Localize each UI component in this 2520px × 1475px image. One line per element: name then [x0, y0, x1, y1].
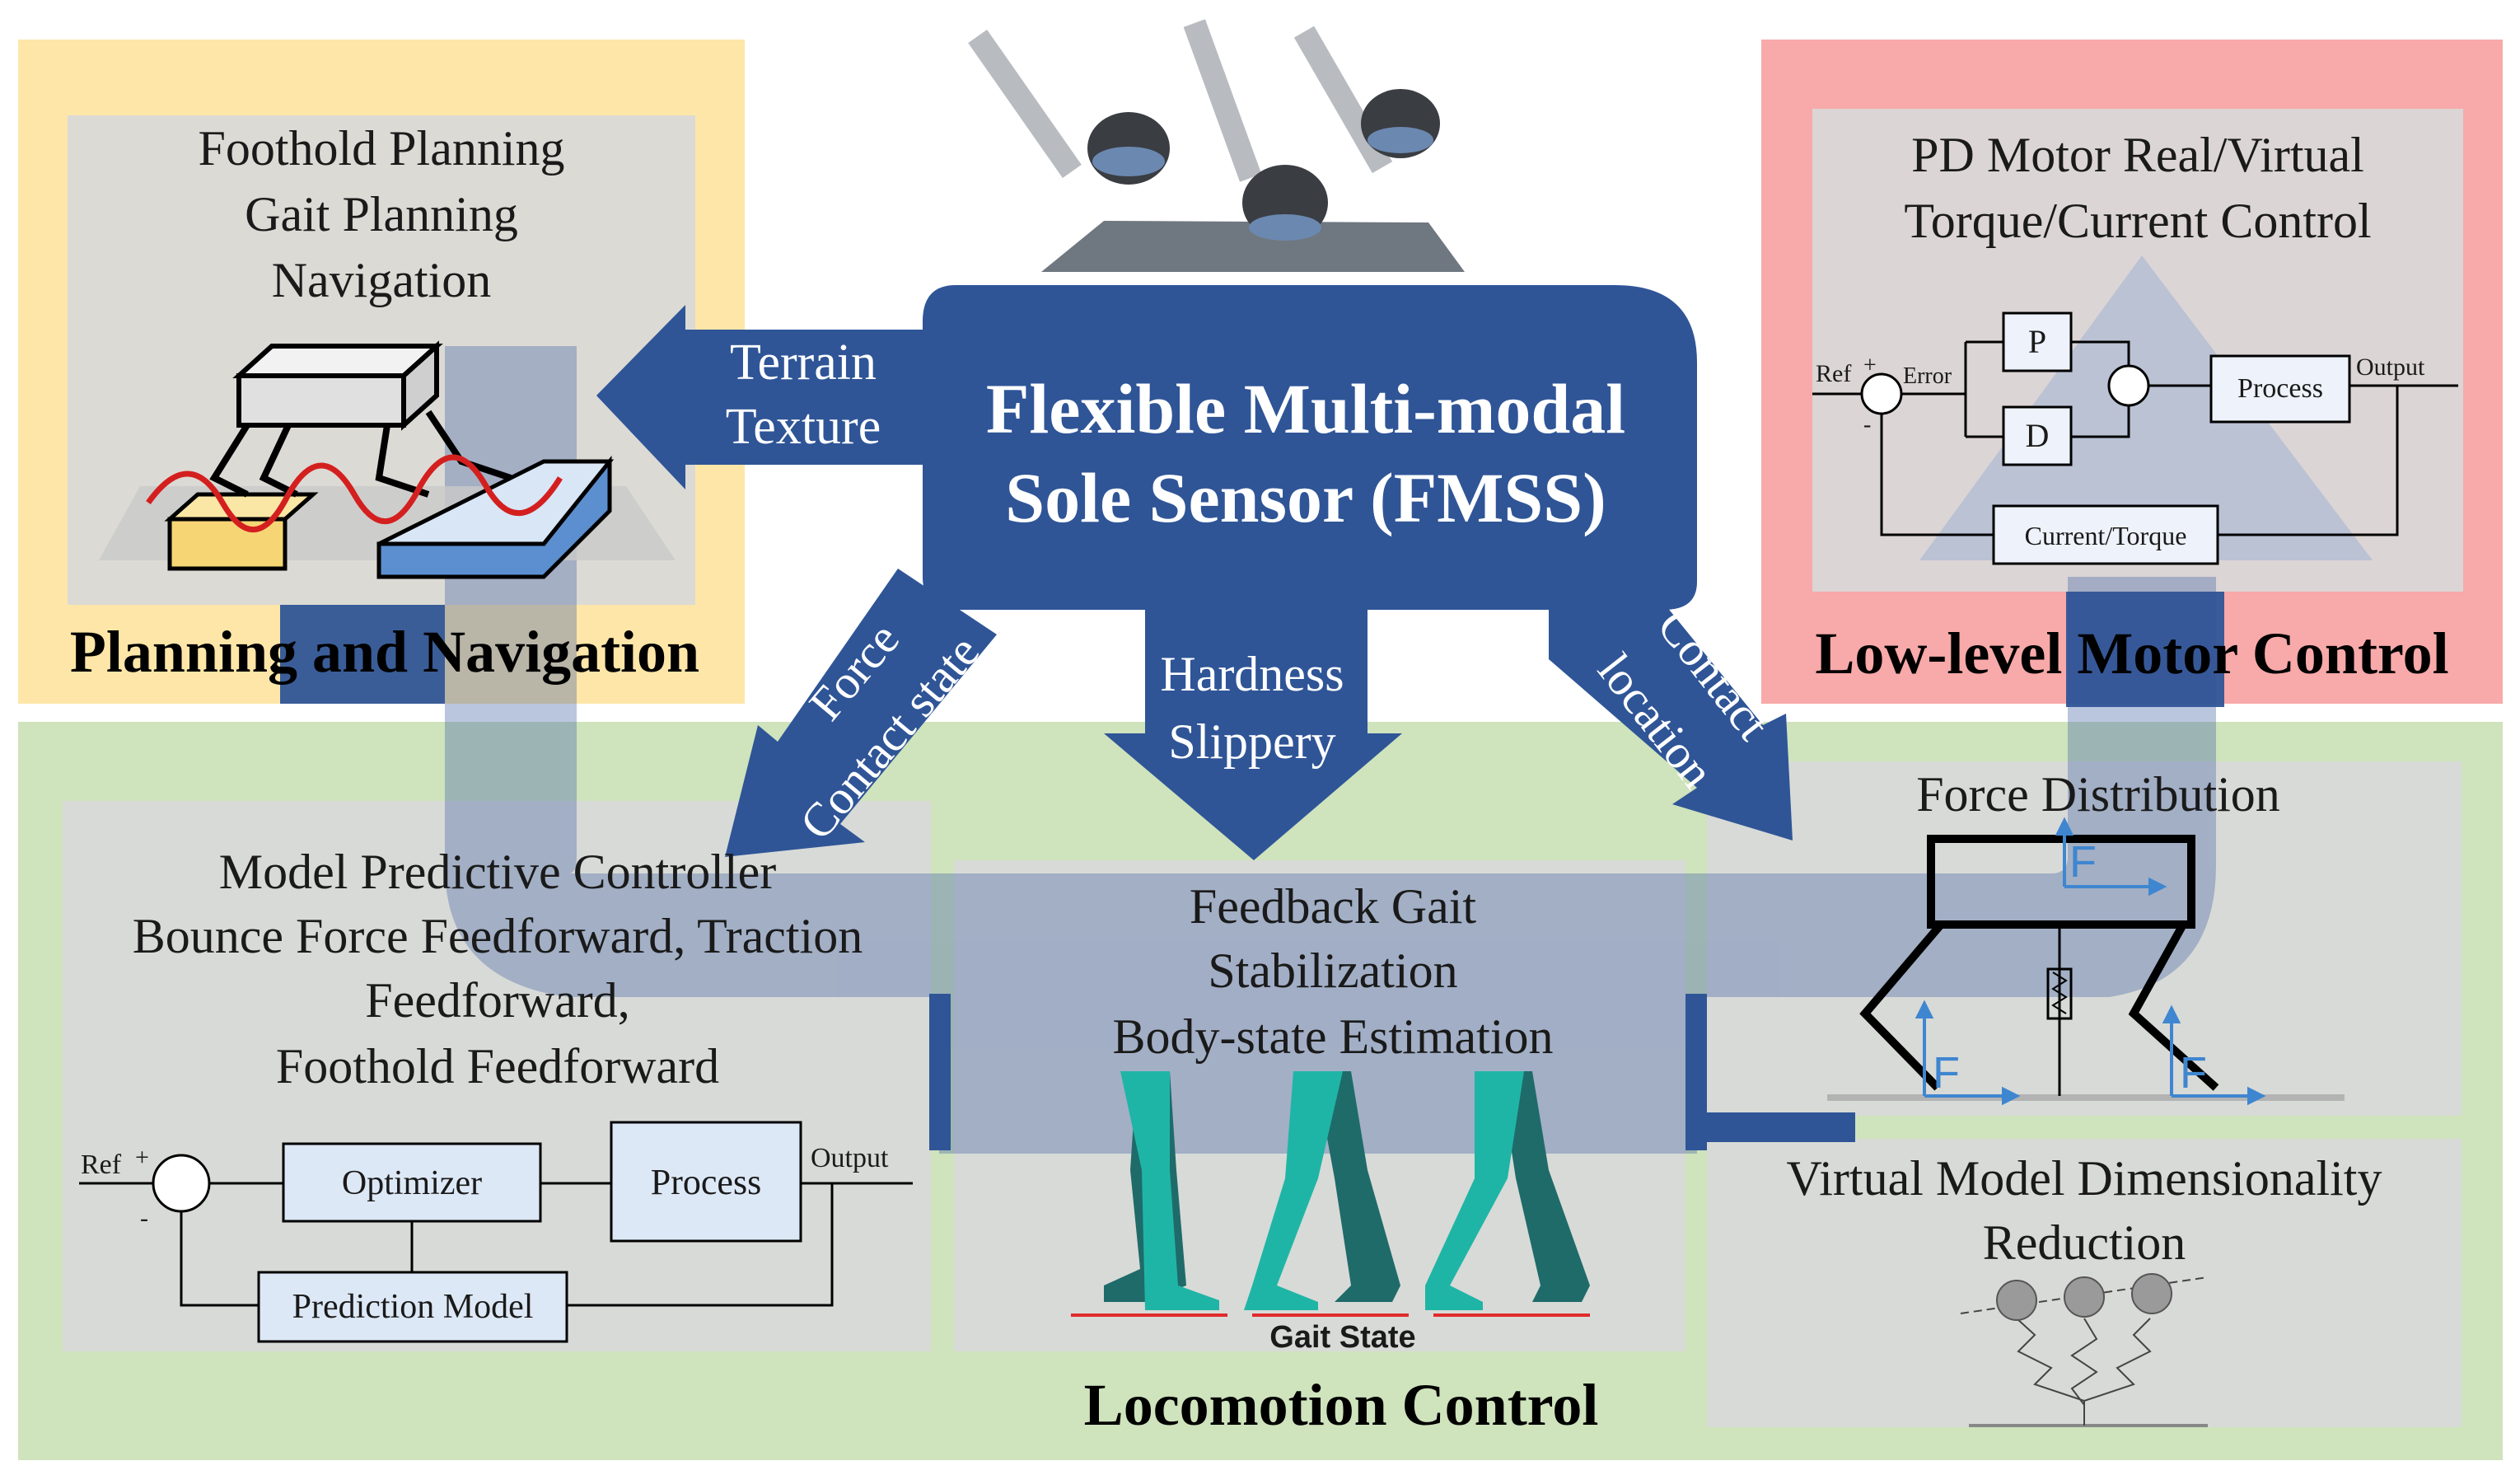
force-distribution-box: [1707, 761, 2462, 1116]
mpc-plus-label: +: [135, 1144, 149, 1171]
motor-line1: PD Motor Real/Virtual: [1911, 128, 2364, 182]
mpc-block-diagram: [79, 1121, 913, 1343]
force-distribution-illustration: [1827, 817, 2345, 1106]
band-shape: [280, 346, 2216, 997]
mpc-ref-label: Ref: [81, 1150, 122, 1180]
gait-state-label: Gait State: [1269, 1320, 1416, 1355]
mpc-line2: Bounce Force Feedforward, Traction: [132, 909, 863, 963]
force-label-left: F: [1933, 1048, 1960, 1098]
motor-error-label: Error: [1903, 363, 1952, 389]
locomotion-heading: Locomotion Control: [1083, 1372, 1599, 1438]
mpc-box: [63, 801, 931, 1351]
planning-line1: Foothold Planning: [198, 121, 565, 176]
motor-output-label: Output: [2356, 354, 2425, 381]
feedback-line2: Stabilization: [1208, 944, 1458, 998]
terrain-arrow: [596, 305, 931, 489]
force-label-right: F: [2180, 1048, 2207, 1098]
contact-arrow: [1549, 577, 1793, 841]
virtual-model-line2: Reduction: [1982, 1215, 2186, 1270]
leg-shaft-left: [968, 30, 1082, 178]
walking-legs-illustration: [1071, 1071, 1590, 1317]
feedback-line1: Feedback Gait: [1189, 879, 1477, 934]
planning-heading: Planning and Navigation: [69, 619, 700, 685]
mpc-prediction-label: Prediction Model: [292, 1288, 534, 1326]
mpc-line1: Model Predictive Controller: [218, 845, 777, 899]
virtual-model-illustration: [1960, 1273, 2209, 1427]
foot-left-sole: [1092, 147, 1165, 176]
mpc-output-label: Output: [811, 1143, 889, 1173]
fmss-title-line2: Sole Sensor (FMSS): [1005, 458, 1606, 537]
motor-plus-label: +: [1863, 353, 1877, 378]
band-motor-stub: [2066, 592, 2224, 707]
feedback-line3: Body-state Estimation: [1112, 1009, 1554, 1064]
band-edge-right: [1685, 994, 1707, 1150]
force-label-top: F: [2069, 837, 2097, 887]
fmss-title-line1: Flexible Multi-modal: [985, 369, 1626, 448]
motor-feedback-label: Current/Torque: [2024, 521, 2187, 550]
motor-process-label: Process: [2237, 373, 2323, 404]
motor-minus-label: -: [1863, 412, 1872, 438]
foot-middle-sole: [1249, 214, 1321, 241]
leg-shaft-middle: [1183, 19, 1262, 182]
hardness-arrow: [1104, 610, 1402, 860]
planning-line3: Navigation: [271, 253, 492, 307]
hardness-label-line2: Slippery: [1168, 714, 1336, 769]
robot-planning-illustration: [99, 340, 676, 579]
mpc-optimizer-label: Optimizer: [341, 1164, 483, 1202]
mpc-line4: Foothold Feedforward: [275, 1039, 720, 1093]
force-distribution-title: Force Distribution: [1916, 767, 2280, 822]
terrain-label-line1: Terrain: [729, 335, 877, 391]
mpc-line3: Feedforward,: [365, 973, 630, 1028]
motor-d-label: D: [2025, 417, 2050, 454]
hardness-label-line1: Hardness: [1160, 647, 1344, 701]
ground-plate: [1041, 221, 1465, 272]
force-arrow: [725, 569, 997, 857]
motor-ref-label: Ref: [1816, 360, 1852, 387]
robot-feet-illustration: [968, 19, 1465, 272]
band-edge-bottom: [1707, 1112, 1855, 1142]
motor-block-diagram: [1812, 255, 2458, 565]
band-planning-stub: [280, 605, 445, 704]
motor-line2: Torque/Current Control: [1904, 194, 2372, 248]
foot-right-sole: [1368, 127, 1433, 153]
planning-line2: Gait Planning: [245, 187, 518, 241]
terrain-label-line2: Texture: [725, 399, 881, 455]
band-edge-left: [929, 994, 951, 1150]
mpc-minus-label: -: [140, 1205, 148, 1232]
motor-heading: Low-level Motor Control: [1815, 620, 2449, 686]
motor-p-label: P: [2027, 323, 2047, 360]
fmss-shape: [596, 285, 1793, 860]
mpc-process-label: Process: [650, 1162, 762, 1202]
virtual-model-line1: Virtual Model Dimensionality: [1786, 1151, 2382, 1206]
